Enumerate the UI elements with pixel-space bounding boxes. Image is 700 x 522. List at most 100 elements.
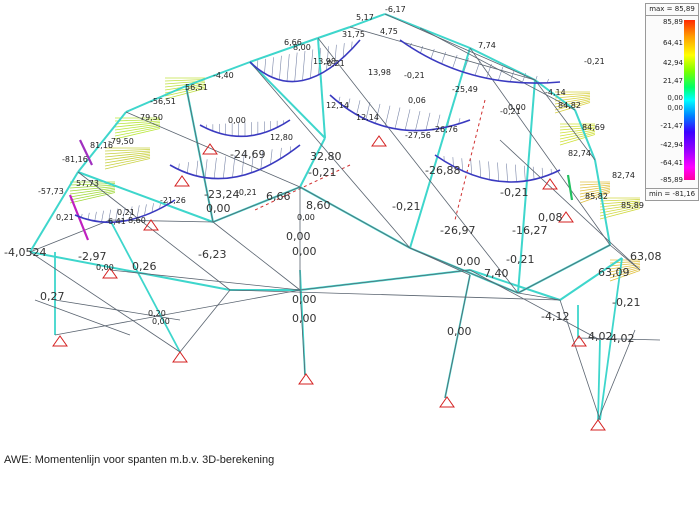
value-label: -25,49 (452, 85, 478, 94)
value-label: 85,89 (621, 201, 644, 210)
value-label: 0,21 (117, 208, 135, 217)
moment-hatch (195, 160, 199, 176)
frame-member (419, 27, 471, 49)
value-label: 0,00 (508, 103, 526, 112)
moment-hatch (342, 43, 345, 58)
value-label: -57,73 (38, 187, 64, 196)
bracing-member (517, 292, 561, 301)
value-label: 7,40 (484, 267, 509, 280)
value-label: -0,21 (506, 253, 534, 266)
value-label: 0,00 (286, 230, 311, 243)
value-label: -2,97 (78, 250, 106, 263)
moment-hatch (87, 212, 90, 220)
moment-hatch (302, 50, 306, 81)
moment-hatch (294, 52, 298, 82)
bracing-member (409, 247, 471, 276)
moment-hatch (523, 165, 526, 182)
moment-fan (104, 149, 151, 152)
value-label: 84,82 (558, 101, 581, 110)
moment-fan (599, 208, 641, 220)
moment-fan (599, 200, 641, 205)
value-label: 6,66 (284, 38, 302, 47)
value-label: 0,26 (132, 260, 157, 273)
column (109, 219, 181, 353)
moment-fan (554, 97, 591, 105)
bracing-member (499, 139, 641, 271)
value-label: 12,14 (326, 101, 349, 110)
value-label: 31,75 (342, 30, 365, 39)
moment-fan (69, 186, 116, 192)
value-label: 0,00 (206, 202, 231, 215)
value-label: 0,00 (292, 293, 317, 306)
value-label: -6,17 (385, 5, 406, 14)
moment-fan (559, 125, 596, 128)
moment-hatch (515, 164, 517, 182)
moment-hatch (425, 112, 431, 131)
moment-hatch (151, 203, 154, 213)
moment-fan (599, 199, 641, 202)
value-label: 0,00 (292, 245, 317, 258)
moment-fan (69, 184, 116, 189)
legend-tick: 0,00 (667, 94, 683, 102)
value-label: 8,60 (306, 199, 331, 212)
value-label: -4,0524 (4, 246, 46, 259)
support-triangle (371, 135, 387, 147)
bracing-member (559, 299, 601, 421)
value-label: -4,40 (213, 71, 234, 80)
support-icon (143, 219, 159, 231)
support-icon (558, 211, 574, 223)
value-label: 0,00 (228, 116, 246, 125)
moment-fan (559, 126, 596, 131)
bracing-member (517, 244, 611, 294)
value-label: 0,20 (148, 309, 166, 318)
moment-fan (164, 82, 206, 88)
moment-hatch (334, 44, 337, 65)
frame-member (409, 47, 471, 249)
support-icon (371, 135, 387, 147)
support-triangle (172, 351, 188, 363)
value-label: 12,80 (270, 133, 293, 142)
moment-hatch (461, 158, 463, 171)
moment-fan (559, 128, 596, 134)
value-label: 4,02 (610, 332, 635, 345)
frame-member (317, 37, 326, 139)
moment-fan (114, 123, 161, 131)
frame-member (77, 111, 127, 173)
moment-fan (579, 184, 611, 189)
bracing-member (185, 85, 214, 223)
value-label: -0,21 (308, 166, 336, 179)
moment-hatch (384, 105, 391, 127)
value-label: 0,08 (538, 211, 563, 224)
moment-hatch (509, 69, 515, 82)
moment-line (74, 199, 176, 224)
moment-fan (554, 93, 591, 96)
moment-fan (554, 94, 591, 99)
moment-fan (579, 183, 611, 186)
bracing-member (212, 221, 301, 291)
frame-member (559, 257, 623, 301)
value-label: -0,21 (500, 186, 528, 199)
support-icon (172, 351, 188, 363)
frame-member (317, 26, 351, 39)
moment-fan (609, 265, 641, 273)
value-label: -0,21 (612, 296, 640, 309)
support-icon (542, 178, 558, 190)
value-label: 0,00 (447, 325, 472, 338)
moment-hatch (94, 211, 97, 222)
value-label: 85,82 (585, 192, 608, 201)
moment-hatch (264, 58, 267, 74)
dashed-line (454, 99, 486, 221)
moment-fan (69, 187, 116, 195)
moment-line (329, 94, 471, 132)
moment-fan (69, 189, 116, 198)
moment-hatch (286, 54, 290, 82)
value-label: -0,21 (584, 57, 605, 66)
moment-hatch (365, 102, 371, 120)
value-label: 5,17 (356, 13, 374, 22)
support-icon (52, 335, 68, 347)
value-label: 63,08 (630, 250, 662, 263)
moment-fan (579, 186, 611, 192)
value-label: -81,16 (62, 155, 88, 164)
column (597, 339, 601, 421)
moment-hatch (338, 96, 341, 103)
